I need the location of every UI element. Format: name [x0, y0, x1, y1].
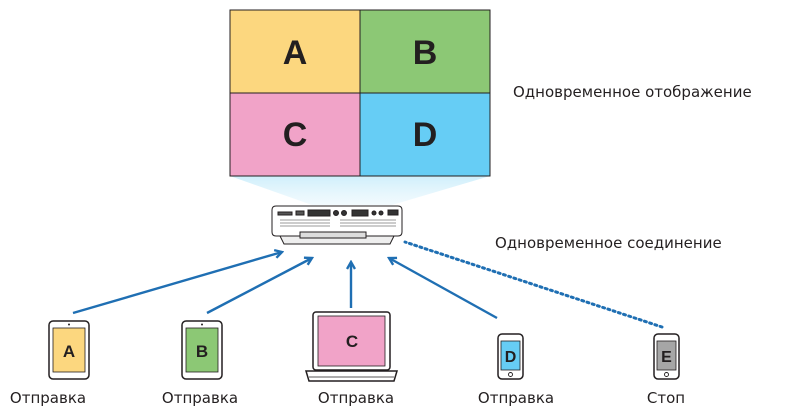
quadrant-a-letter: A — [283, 34, 308, 72]
device-d-status: Отправка — [477, 389, 555, 407]
projector-icon — [271, 205, 403, 245]
arrow-d — [389, 258, 498, 320]
device-c-screen — [317, 315, 386, 367]
link-e-dotted — [403, 240, 664, 329]
laptop-c-icon: C — [304, 311, 399, 382]
phone-e-icon: E — [653, 333, 680, 380]
device-a-screen — [52, 327, 86, 373]
quadrant-b-letter: B — [413, 34, 438, 72]
quadrant-b — [359, 9, 491, 94]
quadrant-d — [359, 92, 491, 177]
device-d-screen — [500, 340, 521, 371]
device-b-screen — [185, 327, 219, 373]
phone-d-icon: D — [497, 333, 524, 380]
device-b-status: Отправка — [161, 389, 239, 407]
arrow-b — [206, 258, 312, 315]
quadrant-c-letter: C — [283, 116, 308, 154]
quadrant-a — [229, 9, 361, 94]
device-b-letter: B — [196, 342, 208, 361]
arrow-a — [72, 252, 282, 315]
display-caption: Одновременное отображение — [513, 83, 752, 101]
device-a-letter: A — [63, 342, 75, 361]
device-e-letter: E — [661, 349, 672, 366]
device-c-letter: C — [346, 332, 358, 351]
projected-screen: A B C D — [229, 9, 491, 177]
projection-beam — [230, 176, 490, 205]
device-e-status: Стоп — [646, 389, 686, 407]
tablet-b-icon: B — [181, 320, 223, 380]
quadrant-d-letter: D — [413, 116, 438, 154]
connection-arrows — [72, 240, 664, 329]
tablet-a-icon: A — [48, 320, 90, 380]
connection-caption: Одновременное соединение — [495, 234, 722, 252]
device-e-screen — [656, 340, 677, 371]
quadrant-c — [229, 92, 361, 177]
device-d-letter: D — [505, 349, 517, 366]
device-a-status: Отправка — [9, 389, 87, 407]
device-c-status: Отправка — [317, 389, 395, 407]
